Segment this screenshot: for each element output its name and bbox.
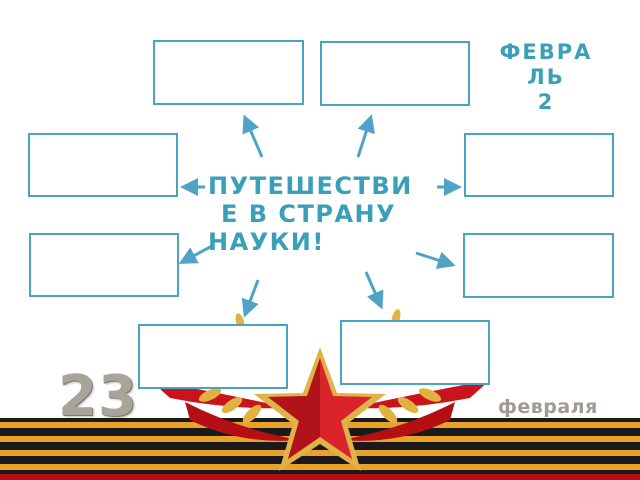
arrow-to-bottom-right (364, 271, 384, 310)
empty-box-lower-right (463, 233, 614, 298)
empty-box-top-right (320, 41, 470, 106)
diagram-title: ПУТЕШЕСТВИ Е В СТРАНУ НАУКИ! (196, 172, 436, 256)
month-line-1: ФЕВРА (499, 40, 593, 64)
month-label: ФЕВРА ЛЬ 2 (482, 40, 610, 115)
red-star-icon (254, 347, 386, 471)
empty-box-middle-right (464, 133, 614, 197)
title-line-2: Е В СТРАНУ (221, 200, 397, 228)
empty-box-bottom-left (138, 324, 288, 389)
arrow-to-bottom-left (241, 279, 260, 318)
arrow-to-top-right (356, 114, 375, 158)
empty-box-lower-left (29, 233, 179, 297)
month-line-3: 2 (537, 90, 555, 114)
month-line-2: ЛЬ (527, 65, 565, 89)
holiday-day-number: 23 (58, 364, 138, 429)
arrow-to-lower-right (415, 251, 456, 269)
arrow-to-lower-left (178, 244, 213, 264)
empty-box-middle-left (28, 133, 178, 197)
title-line-3: НАУКИ! (208, 228, 325, 256)
holiday-month-name: февраля (498, 396, 598, 418)
empty-box-top-left (153, 40, 304, 105)
arrow-to-top-left (242, 114, 264, 158)
title-line-1: ПУТЕШЕСТВИ (208, 172, 413, 200)
empty-box-bottom-right (340, 320, 490, 385)
